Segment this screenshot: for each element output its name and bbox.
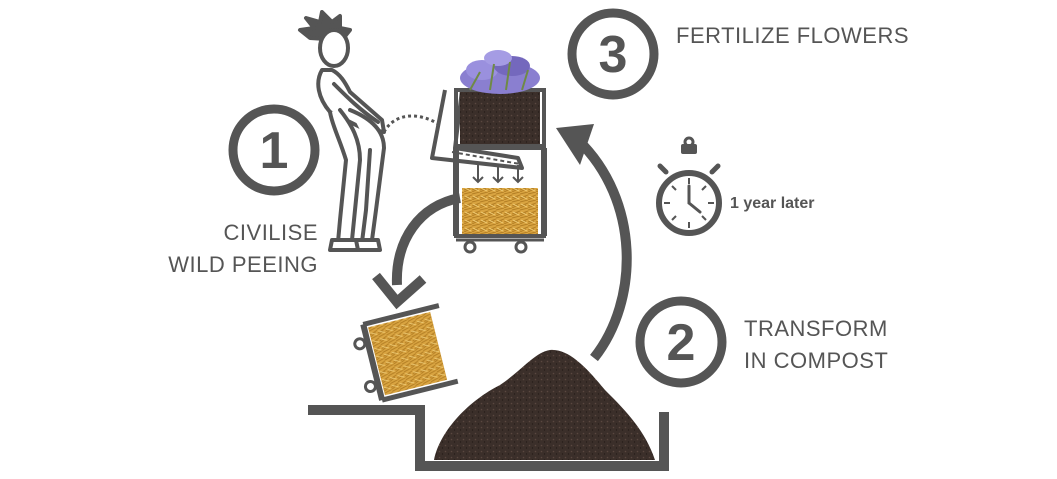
- stopwatch-icon: [656, 136, 722, 236]
- pee-stream: [382, 114, 441, 133]
- ground-pit: [308, 405, 669, 471]
- step-2-label-line-2: IN COMPOST: [744, 348, 888, 373]
- lavender-icon: [460, 50, 540, 94]
- compost-pile-icon: [434, 349, 655, 460]
- arrow-to-box: [372, 193, 462, 310]
- arrow-to-planter: [556, 124, 632, 362]
- step-1-circle: [228, 104, 320, 196]
- step-1: 1 CIVILISE WILD PEEING: [168, 104, 320, 277]
- step-2-circle: [635, 296, 727, 388]
- step-1-label-line-2: WILD PEEING: [168, 252, 318, 277]
- timer-label: 1 year later: [730, 195, 815, 212]
- step-1-number: 1: [260, 122, 289, 180]
- step-3-circle: [567, 8, 659, 100]
- step-2-label-line-1: TRANSFORM: [744, 316, 888, 341]
- step-3: 3 FERTILIZE FLOWERS: [567, 8, 909, 100]
- person-peeing-icon: [298, 10, 386, 252]
- step-3-number: 3: [599, 26, 628, 84]
- flower-planter-icon: [430, 50, 547, 254]
- step-2-number: 2: [667, 314, 696, 372]
- step-1-label-line-1: CIVILISE: [224, 220, 318, 245]
- step-3-label: FERTILIZE FLOWERS: [676, 23, 909, 48]
- straw-box-icon: [353, 303, 459, 403]
- step-2: 2 TRANSFORM IN COMPOST: [635, 296, 888, 388]
